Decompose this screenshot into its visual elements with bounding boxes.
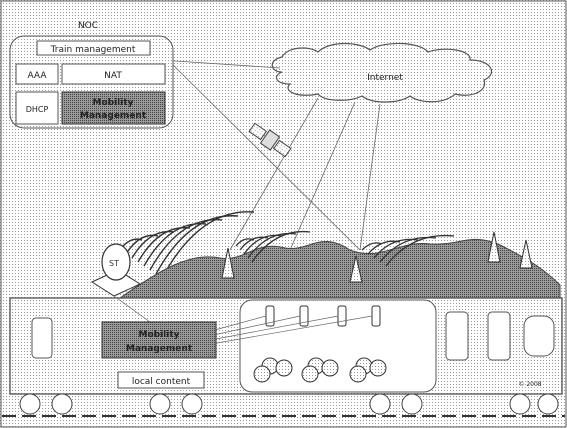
internet-cloud: Internet xyxy=(271,42,493,103)
satellite-dish-icon: ST xyxy=(90,243,142,297)
noc-mobility-line2: Management xyxy=(80,111,147,121)
train-wheels xyxy=(19,393,559,415)
train-mobility-line2: Management xyxy=(126,344,193,354)
svg-text:ST: ST xyxy=(109,259,119,268)
aaa-label: AAA xyxy=(28,71,48,81)
dhcp-label: DHCP xyxy=(26,105,49,114)
cloud-links xyxy=(159,59,381,251)
tower-icon xyxy=(221,231,533,283)
train-mobility-line1: Mobility xyxy=(138,330,179,340)
aaa-box xyxy=(15,63,59,85)
local-content-box: local content xyxy=(117,371,205,389)
nat-box xyxy=(61,63,166,85)
satellite-icon xyxy=(248,122,292,158)
noc-mobility-box xyxy=(61,91,166,125)
train-mobility-box: Mobility Management xyxy=(101,321,217,359)
terrain-hills xyxy=(118,238,561,299)
tower-signal-arcs xyxy=(235,230,455,267)
satellite-signal-arcs xyxy=(119,211,255,279)
train-management-label: Train management xyxy=(50,45,136,55)
copyright-label: © 2008 xyxy=(518,381,541,388)
train-car xyxy=(9,297,563,395)
train-management-box xyxy=(36,40,151,56)
passenger-group-icon xyxy=(253,357,387,383)
noc-panel: NOC Train management AAA NAT DHCP Mobili… xyxy=(9,21,174,129)
local-content-label: local content xyxy=(132,377,191,387)
nat-label: NAT xyxy=(104,71,122,81)
noc-mobility-line1: Mobility xyxy=(92,98,133,108)
dhcp-box xyxy=(15,91,59,125)
noc-title: NOC xyxy=(78,21,98,31)
internet-label: Internet xyxy=(367,73,403,83)
